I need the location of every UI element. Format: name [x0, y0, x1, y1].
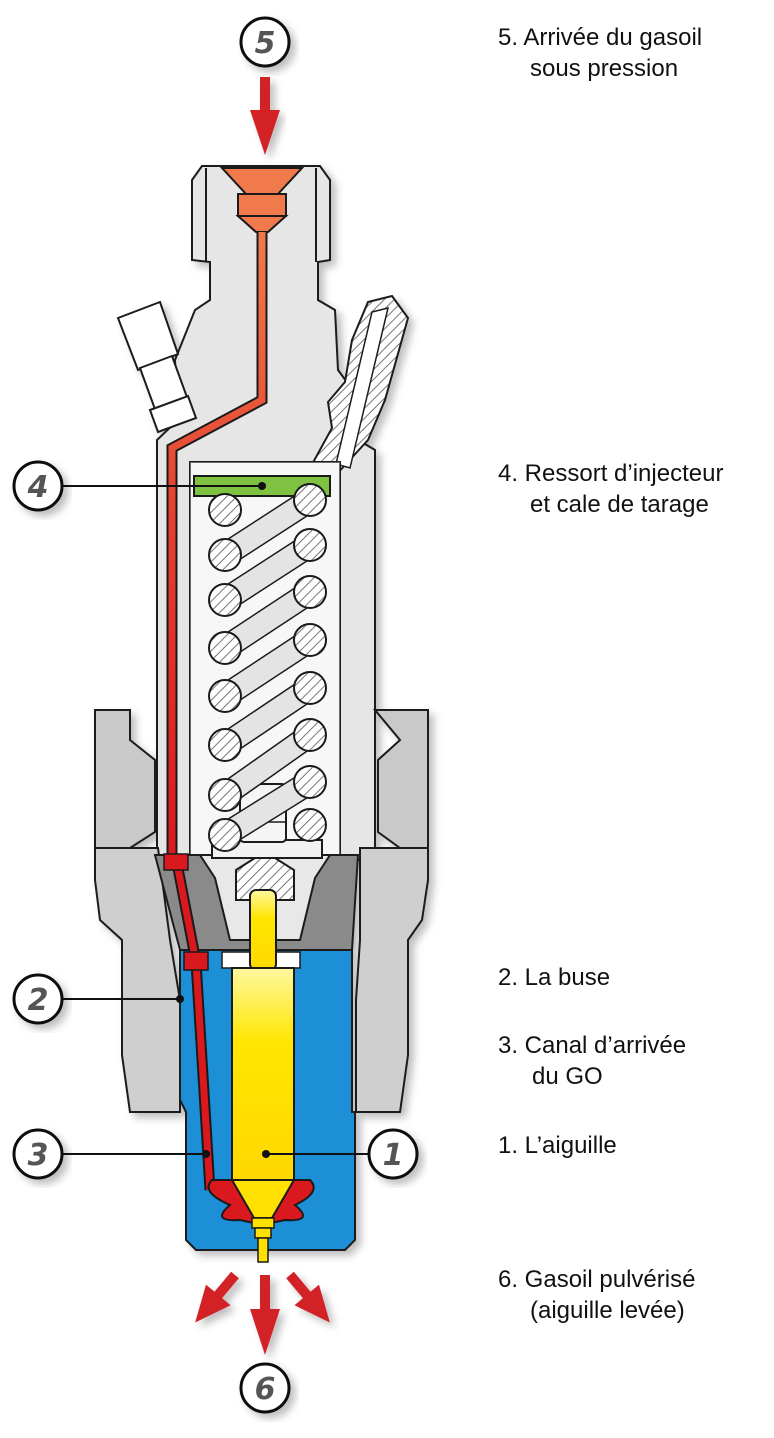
legend-item-4-line1: 4. Ressort d’injecteur: [498, 460, 724, 487]
spring-coil-section: [208, 583, 242, 617]
legend-item-2-line1: 2. La buse: [498, 964, 611, 991]
callout-5: 5: [239, 16, 291, 68]
callout-2: 2: [12, 973, 184, 1025]
callout-5-number: 5: [255, 26, 276, 61]
legend-item-4: 4. Ressort d’injecteur et cale de tarage: [498, 458, 723, 520]
spring-coil-section: [293, 483, 327, 517]
spring-coil-section: [293, 808, 327, 842]
legend-item-6-line1: 6. Gasoil pulvérisé: [498, 1266, 696, 1293]
legend-item-5-line1: 5. Arrivée du gasoil: [498, 24, 703, 51]
leak-off-nipple-left: [116, 300, 198, 434]
callout-4-number: 4: [27, 470, 49, 505]
callout-3-number: 3: [28, 1138, 49, 1173]
spring-coil-section: [208, 679, 242, 713]
spring-coil-section: [293, 671, 327, 705]
spring-coil-section: [208, 493, 242, 527]
spring-coil-section: [293, 623, 327, 657]
spring-coil-section: [293, 718, 327, 752]
spring-coil-section: [293, 528, 327, 562]
legend-item-4-line2: et cale de tarage: [530, 491, 709, 518]
legend-item-6: 6. Gasoil pulvérisé (aiguille levée): [498, 1264, 695, 1326]
legend-item-6-line2: (aiguille levée): [530, 1297, 685, 1324]
spring-coil-section: [293, 765, 327, 799]
inlet-arrow-icon: [250, 77, 280, 155]
callout-1-number: 1: [383, 1138, 404, 1173]
spring-coil-section: [208, 778, 242, 812]
fuel-inlet: [219, 167, 305, 233]
spring-coil-section: [208, 631, 242, 665]
callout-6-number: 6: [255, 1372, 276, 1407]
callout-2-number: 2: [28, 983, 49, 1018]
legend-item-5-line2: sous pression: [530, 55, 679, 82]
legend-item-3: 3. Canal d’arrivée du GO: [498, 1030, 686, 1092]
spring-coil-section: [208, 728, 242, 762]
legend-item-1-line1: 1. L’aiguille: [498, 1132, 617, 1159]
legend-item-3-line2: du GO: [532, 1063, 603, 1090]
callout-1: 1: [262, 1128, 419, 1180]
legend-item-2: 2. La buse: [498, 962, 610, 993]
callout-4: 4: [12, 460, 266, 512]
legend-item-3-line1: 3. Canal d’arrivée: [498, 1032, 687, 1059]
callout-3: 3: [12, 1128, 210, 1180]
needle-aiguille: [207, 889, 315, 1263]
spring-coil-section: [208, 538, 242, 572]
callout-6: 6: [239, 1362, 291, 1414]
spring-coil-section: [293, 575, 327, 609]
legend-item-1: 1. L’aiguille: [498, 1130, 617, 1161]
legend-item-5: 5. Arrivée du gasoil sous pression: [498, 22, 702, 84]
spray-arrows-icon: [195, 1271, 330, 1355]
spring: [193, 475, 331, 852]
spring-coil-section: [208, 818, 242, 852]
